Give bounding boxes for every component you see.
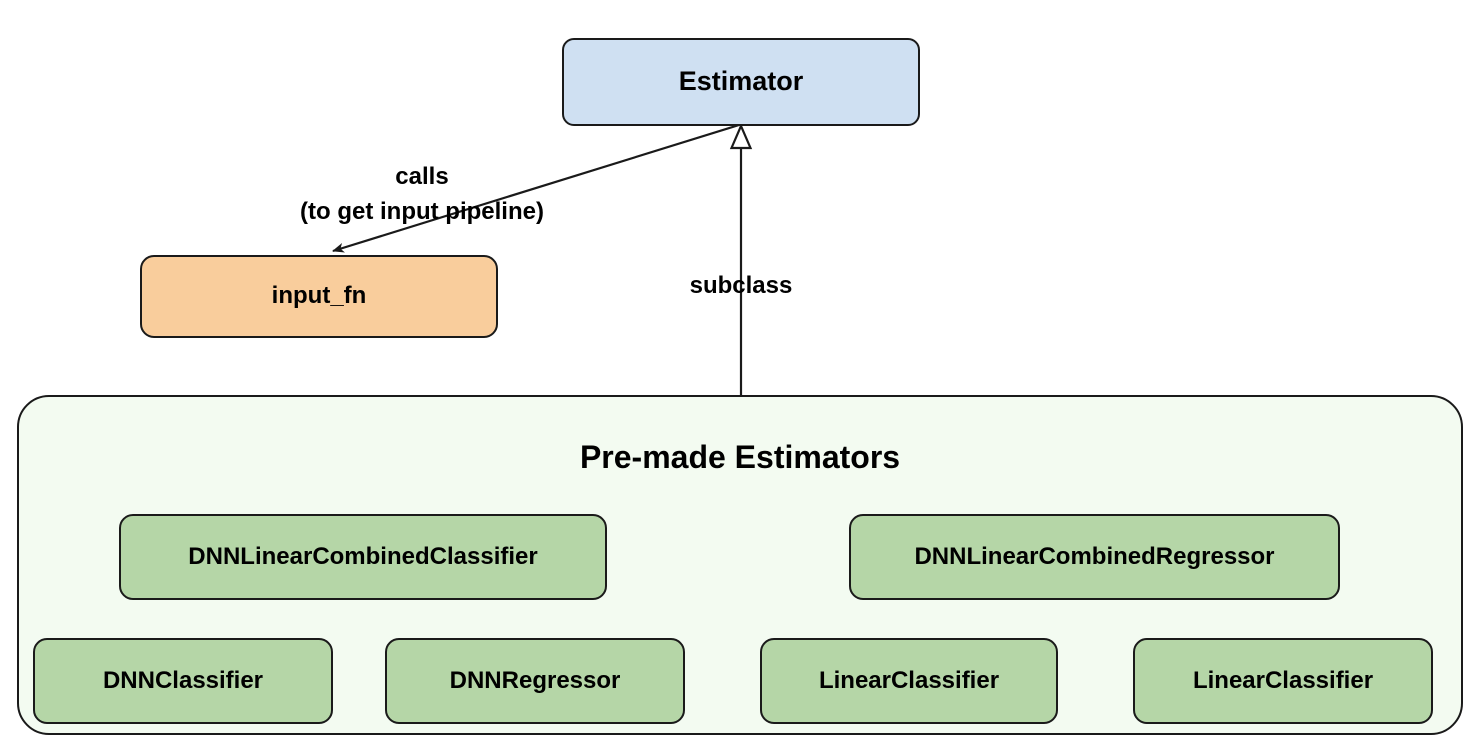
node-dnn-regressor[interactable]: DNNRegressor <box>385 638 685 724</box>
node-estimator-label: Estimator <box>678 66 804 97</box>
node-linear-classifier-1-label: LinearClassifier <box>818 666 1000 694</box>
node-dnn-linear-combined-regressor[interactable]: DNNLinearCombinedRegressor <box>849 514 1340 600</box>
node-dnn-classifier[interactable]: DNNClassifier <box>33 638 333 724</box>
node-dnn-linear-combined-classifier[interactable]: DNNLinearCombinedClassifier <box>119 514 607 600</box>
node-estimator[interactable]: Estimator <box>562 38 920 126</box>
node-input-fn[interactable]: input_fn <box>140 255 498 338</box>
edge-label-calls-line2: (to get input pipeline) <box>300 197 544 225</box>
edge-label-subclass: subclass <box>689 272 793 299</box>
node-dnn-regressor-label: DNNRegressor <box>449 666 621 694</box>
edge-label-calls: calls (to get input pipeline) <box>277 160 567 230</box>
subclass-hollow-triangle-icon <box>729 123 753 150</box>
node-linear-classifier-1[interactable]: LinearClassifier <box>760 638 1058 724</box>
container-title: Pre-made Estimators <box>579 439 901 475</box>
node-linear-classifier-2-label: LinearClassifier <box>1192 666 1374 694</box>
node-dnn-linear-combined-regressor-label: DNNLinearCombinedRegressor <box>914 542 1275 570</box>
node-dnn-linear-combined-classifier-label: DNNLinearCombinedClassifier <box>188 542 538 570</box>
edge-label-calls-line1: calls <box>395 163 449 190</box>
node-dnn-classifier-label: DNNClassifier <box>102 666 264 694</box>
node-input-fn-label: input_fn <box>271 282 367 310</box>
node-linear-classifier-2[interactable]: LinearClassifier <box>1133 638 1433 724</box>
